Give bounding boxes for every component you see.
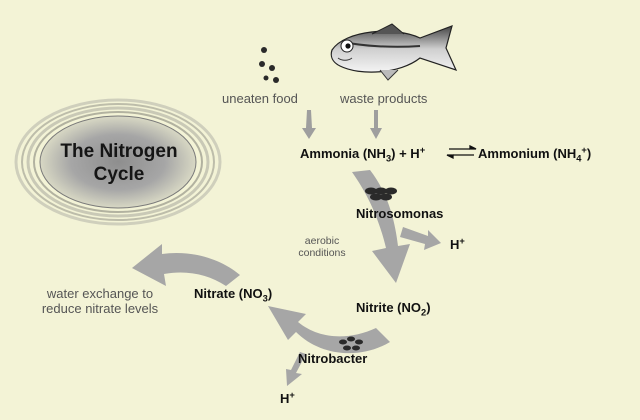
water-exchange-label: water exchange to reduce nitrate levels (41, 286, 159, 316)
nitrosomonas-bacteria-icon (365, 187, 397, 201)
diagram-title: The Nitrogen Cycle (44, 141, 194, 187)
waste-products-label: waste products (340, 91, 428, 106)
equilibrium-arrows-icon (446, 144, 477, 160)
nitrite-label: Nitrite (NO2) (356, 300, 431, 318)
fish-icon (330, 23, 458, 81)
title-line-1: The Nitrogen (60, 141, 178, 162)
nitrate-label: Nitrate (NO3) (194, 286, 273, 304)
nitrosomonas-hplus-arrow (400, 227, 441, 250)
nitrate-to-water-exchange-arrow (132, 244, 240, 286)
nitrosomonas-label: Nitrosomonas (356, 206, 444, 221)
title-oval (14, 98, 222, 226)
food-pellets-icon (259, 47, 279, 83)
title-line-2: Cycle (93, 163, 145, 185)
ammonia-label: Ammonia (NH3) + H+ (300, 145, 426, 164)
nitrobacter-bacteria-icon (339, 336, 363, 351)
ammonium-label: Ammonium (NH4+) (478, 145, 592, 164)
nitrosomonas-hydrogen-label: H+ (450, 236, 465, 253)
nitrobacter-label: Nitrobacter (298, 351, 368, 366)
ammonia-to-nitrite-arrow (352, 170, 410, 283)
nitrobacter-hplus-arrow (286, 352, 306, 386)
nitrobacter-hydrogen-label: H+ (280, 390, 295, 407)
uneaten-food-label: uneaten food (222, 91, 298, 106)
input-arrows (302, 110, 382, 139)
aerobic-conditions-label: aerobic conditions (298, 235, 346, 260)
